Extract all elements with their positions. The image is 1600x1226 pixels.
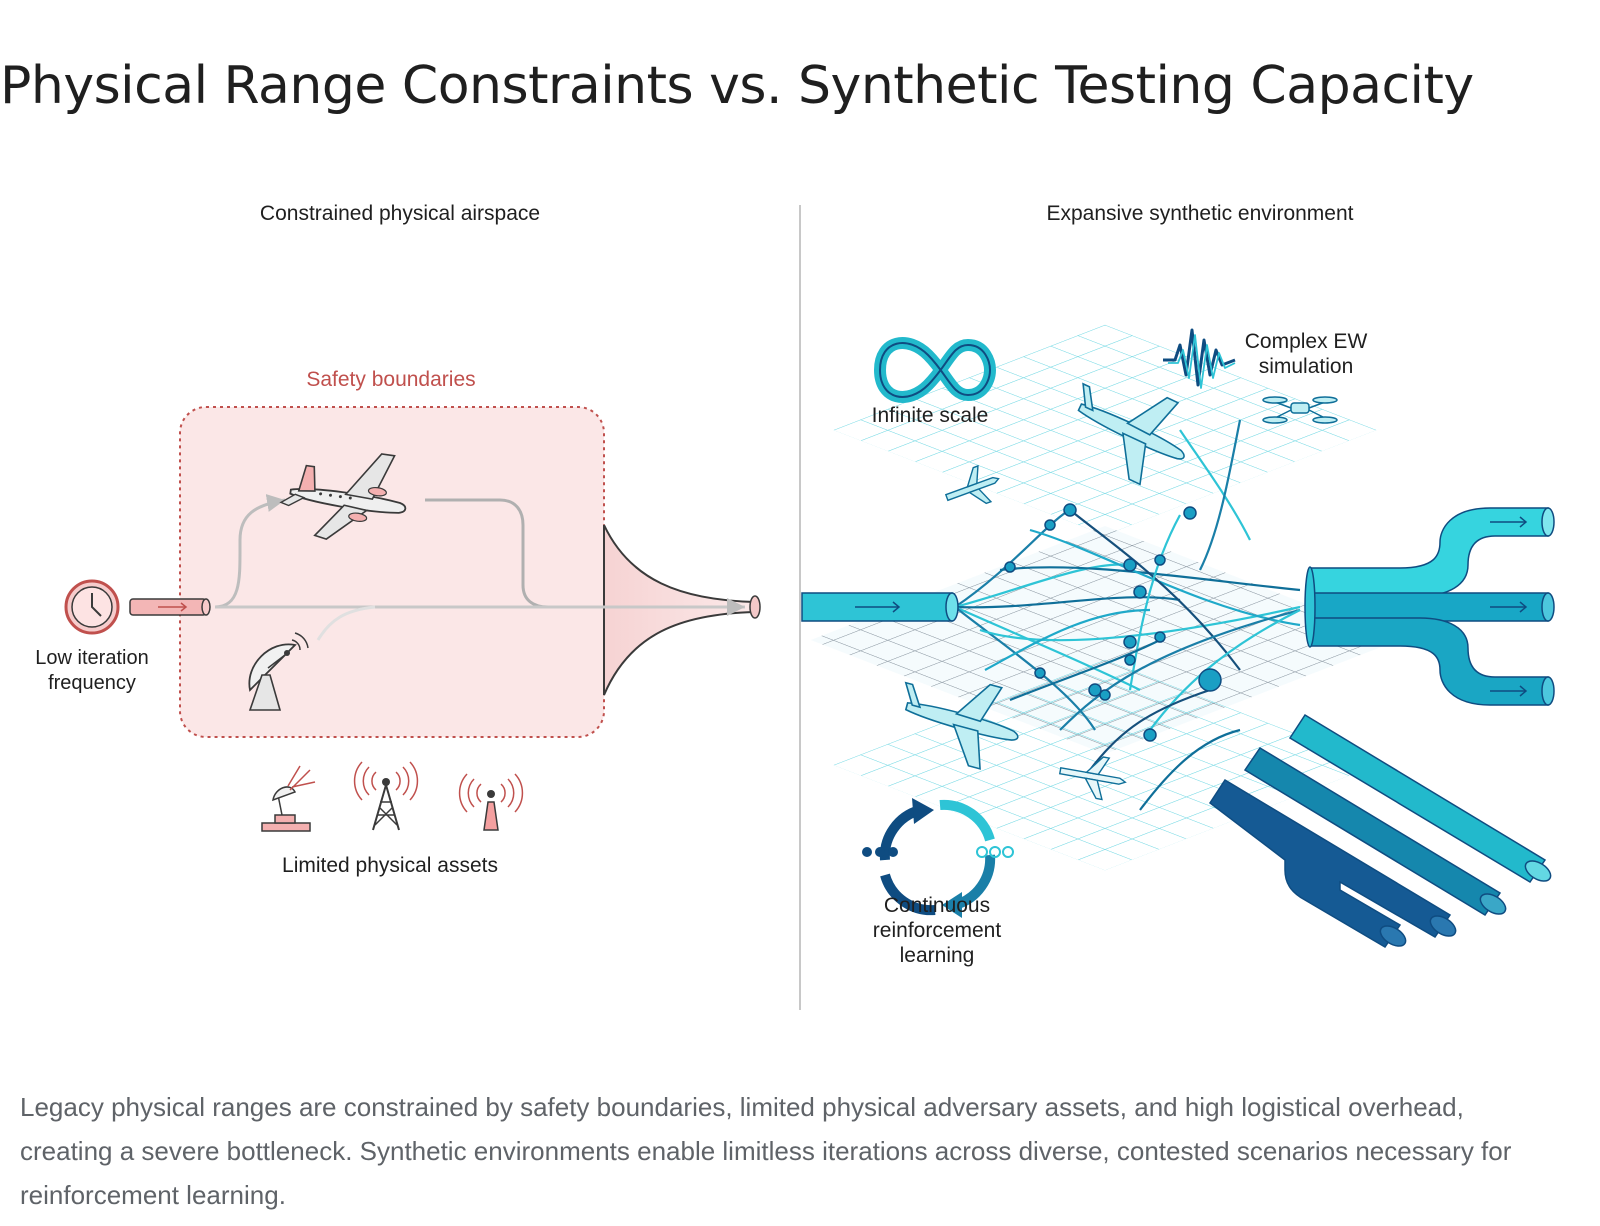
right-panel-heading: Expansive synthetic environment (1047, 202, 1354, 225)
antenna-icon (458, 773, 524, 831)
left-panel: Constrained physical airspace Safety bou… (35, 202, 761, 877)
page-title: Physical Range Constraints vs. Synthetic… (0, 56, 1474, 116)
waveform-icon (1163, 328, 1236, 389)
cycle-icon (862, 798, 1014, 918)
small-jet-icon (1058, 756, 1127, 801)
clock-label-line1: Low iteration (35, 647, 148, 669)
synthetic-input-pipe (801, 592, 959, 622)
comparison-figure: Constrained physical airspace Safety bou… (0, 170, 1600, 1040)
ew-label-line2: simulation (1259, 355, 1354, 378)
drone-icon (1262, 396, 1338, 424)
clock-label-line2: frequency (48, 672, 136, 694)
rl-label-line3: learning (900, 944, 975, 967)
bottleneck-funnel (603, 524, 756, 696)
limited-assets-label: Limited physical assets (282, 854, 498, 877)
airplane-icon (279, 453, 407, 540)
input-pipe (129, 598, 211, 616)
safety-boundaries-label: Safety boundaries (306, 368, 475, 391)
rl-label-line2: reinforcement (873, 919, 1002, 942)
left-panel-heading: Constrained physical airspace (260, 202, 540, 225)
radar-station-icon (261, 765, 316, 832)
simulation-network (954, 419, 1301, 811)
network-nodes (1004, 503, 1222, 742)
airplane-icon (1077, 382, 1185, 486)
small-jet-icon (944, 464, 1000, 505)
clock-icon (64, 579, 120, 635)
airplane-icon (904, 681, 1019, 770)
figure-caption: Legacy physical ranges are constrained b… (20, 1092, 1512, 1210)
radar-dish-icon (248, 632, 309, 711)
rl-label-line1: Continuous (884, 894, 990, 917)
synthetic-output-pipes (1304, 507, 1555, 706)
right-panel: Expansive synthetic environment (801, 202, 1555, 967)
diagonal-pipes (1208, 713, 1552, 949)
radio-tower-icon (353, 761, 419, 831)
infinite-scale-label: Infinite scale (872, 404, 989, 427)
ew-label-line1: Complex EW (1245, 330, 1368, 353)
infinity-icon (873, 337, 997, 403)
